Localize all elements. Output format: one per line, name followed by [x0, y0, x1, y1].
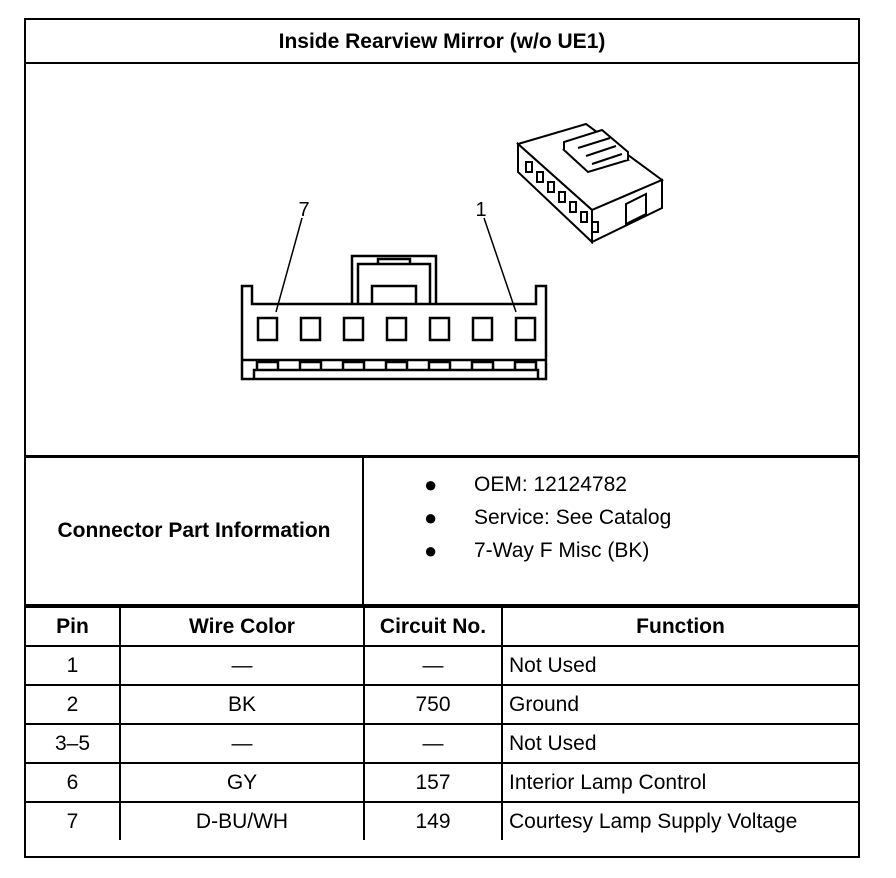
cell-pin: 6 — [26, 762, 121, 803]
header-function: Function — [501, 606, 858, 647]
cell-circuit: 157 — [363, 762, 503, 803]
page-title: Inside Rearview Mirror (w/o UE1) — [26, 20, 858, 64]
table-row: 2 BK 750 Ground — [26, 684, 858, 725]
connector-description: 7-Way F Misc (BK) — [474, 539, 650, 562]
oem-part-number: OEM: 12124782 — [474, 473, 627, 496]
connector-drawing: 7 1 — [240, 122, 664, 381]
cell-circuit: — — [363, 723, 503, 764]
cell-wire-color: GY — [119, 762, 365, 803]
cell-function: Interior Lamp Control — [501, 762, 858, 803]
cell-circuit: — — [363, 645, 503, 686]
cell-pin: 2 — [26, 684, 121, 725]
table-row: 1 — — Not Used — [26, 645, 858, 686]
cell-wire-color: D-BU/WH — [119, 801, 365, 840]
header-pin: Pin — [26, 606, 121, 647]
table-row: 3–5 — — Not Used — [26, 723, 858, 764]
pinout-table: Pin Wire Color Circuit No. Function 1 — … — [26, 606, 858, 840]
cell-circuit: 149 — [363, 801, 503, 840]
cavity-notch — [513, 360, 538, 370]
bullet-icon: ● — [424, 505, 438, 530]
cell-function: Not Used — [501, 645, 858, 686]
connector-3d-icon — [515, 122, 664, 245]
cavity-notch — [427, 360, 452, 370]
bullet-icon: ● — [424, 472, 438, 497]
cavity-notch — [341, 360, 366, 370]
cavity-notch — [470, 360, 495, 370]
pin-cavity — [428, 316, 451, 342]
cell-pin: 7 — [26, 801, 121, 840]
connector-info-label: Connector Part Information — [26, 458, 364, 606]
pin-cavity — [385, 316, 408, 342]
cell-function: Ground — [501, 684, 858, 725]
table-header-row: Pin Wire Color Circuit No. Function — [26, 606, 858, 647]
cell-wire-color: — — [119, 723, 365, 764]
pin-cavity — [299, 316, 322, 342]
pin-1-label: 1 — [475, 199, 486, 221]
connector-diagram: 7 1 — [26, 64, 858, 458]
cell-wire-color: BK — [119, 684, 365, 725]
cell-pin: 1 — [26, 645, 121, 686]
list-item: ● Service: See Catalog — [424, 501, 671, 534]
table-row: 6 GY 157 Interior Lamp Control — [26, 762, 858, 803]
table-row: 7 D-BU/WH 149 Courtesy Lamp Supply Volta… — [26, 801, 858, 840]
service-part: Service: See Catalog — [474, 506, 672, 529]
connector-info-list: ● OEM: 12124782 ● Service: See Catalog ●… — [364, 458, 858, 606]
pin-cavity — [514, 316, 537, 342]
cavity-notch — [298, 360, 323, 370]
cell-pin: 3–5 — [26, 723, 121, 764]
pin-cavity — [256, 316, 279, 342]
pin-7-label: 7 — [298, 199, 309, 221]
cell-wire-color: — — [119, 645, 365, 686]
connector-sheet: Inside Rearview Mirror (w/o UE1) — [24, 18, 860, 858]
cavity-notch — [384, 360, 409, 370]
list-item: ● OEM: 12124782 — [424, 468, 671, 501]
cell-circuit: 750 — [363, 684, 503, 725]
pin-cavity — [342, 316, 365, 342]
cavity-notch — [255, 360, 280, 370]
cell-function: Not Used — [501, 723, 858, 764]
list-item: ● 7-Way F Misc (BK) — [424, 534, 671, 567]
pin-cavity — [471, 316, 494, 342]
header-wire-color: Wire Color — [119, 606, 365, 647]
bullet-icon: ● — [424, 538, 438, 563]
cell-function: Courtesy Lamp Supply Voltage — [501, 801, 858, 840]
header-circuit-no: Circuit No. — [363, 606, 503, 647]
